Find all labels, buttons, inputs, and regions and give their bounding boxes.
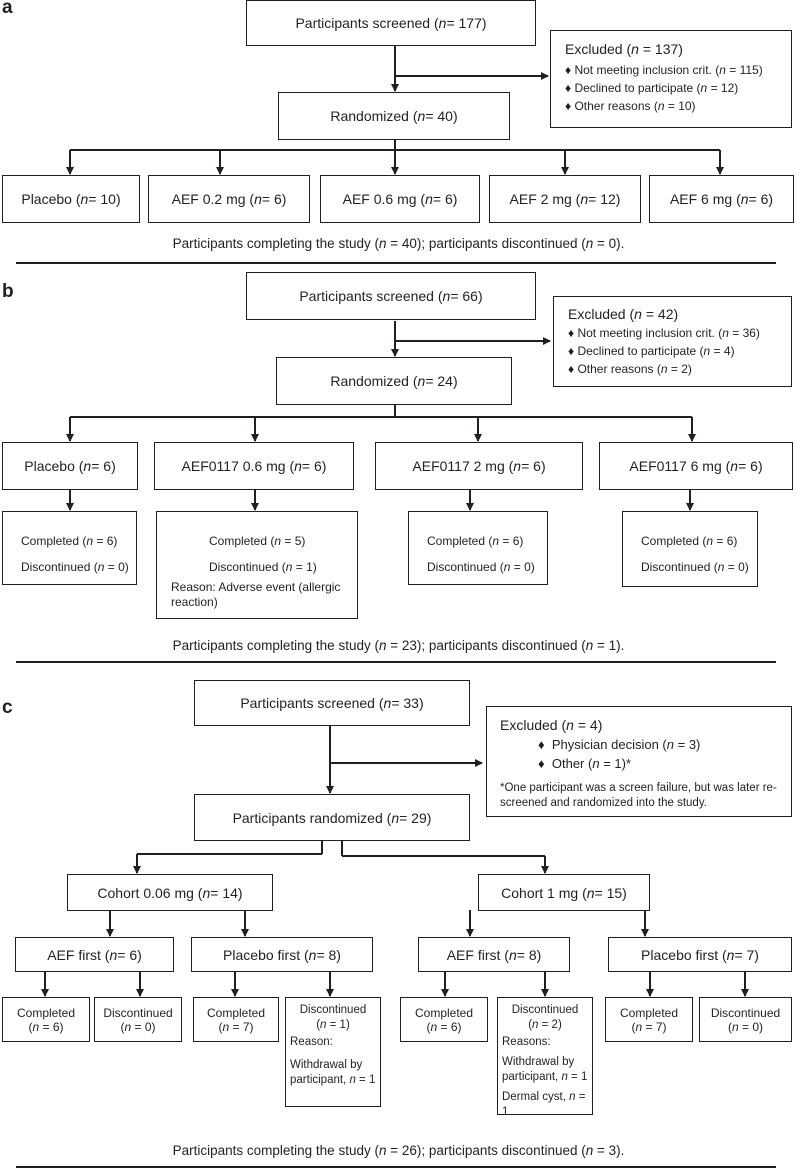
discontinued-count: (n = 0)	[727, 1019, 764, 1034]
reason-text: Dermal cyst, n = 1	[502, 1091, 586, 1118]
panel-b-excluded-title: Excluded (n = 42)	[568, 306, 679, 322]
panel-b-summary: Participants completing the study (n = 2…	[172, 638, 625, 653]
panel-b-arm-0.6mg: AEF0117 0.6 mg (n = 6)	[154, 442, 354, 490]
panel-a-arm-6mg: AEF 6 mg (n = 6)	[649, 175, 794, 223]
completed-count: (n = 6)	[28, 1019, 64, 1034]
panel-c-cohort-1mg: Cohort 1 mg (n = 15)	[478, 874, 650, 911]
panel-c-excluded-note: *One participant was a screen failure, b…	[500, 782, 777, 809]
completed-label: Completed	[206, 1005, 266, 1020]
discontinued-label: Discontinued	[299, 1004, 367, 1016]
diamond-icon: ♦	[568, 326, 575, 340]
discontinued-count: (n = 2)	[528, 1019, 562, 1031]
panel-a-arm-2mg: AEF 2 mg (n = 12)	[489, 175, 641, 223]
panel-b-letter: b	[2, 281, 14, 302]
panel-c-sub-aef-first-1: AEF first (n = 6)	[15, 937, 174, 972]
panel-b-excluded-box: Excluded (n = 42) ♦ Not meeting inclusio…	[553, 296, 792, 387]
panel-b-outcome-2mg: Completed (n = 6) Discontinued (n = 0)	[408, 511, 548, 585]
panel-a-arm-0.6mg: AEF 0.6 mg (n = 6)	[320, 175, 480, 223]
reason-text: Withdrawal by participant, n = 1	[502, 1056, 588, 1083]
panel-a-excluded-title: Excluded (n = 137)	[565, 41, 683, 57]
panel-b-randomized-box: Randomized (n = 24)	[276, 357, 512, 405]
panel-c-leaf-discontinued-4: Discontinued (n = 0)	[699, 997, 792, 1042]
completed-label: Completed	[16, 1005, 76, 1020]
panel-a-excluded-box: Excluded (n = 137) ♦ Not meeting inclusi…	[550, 30, 792, 128]
panel-c-sub-aef-first-2: AEF first (n = 8)	[418, 937, 570, 972]
panel-c-sub-placebo-first-2: Placebo first (n = 7)	[608, 937, 792, 972]
panel-b-outcome-0.6mg: Completed (n = 5) Discontinued (n = 1) R…	[156, 511, 358, 619]
panel-c-leaf-completed-2: Completed (n = 7)	[193, 997, 279, 1042]
panel-b-outcome-6mg: Completed (n = 6) Discontinued (n = 0)	[622, 511, 758, 587]
completed-label: Completed (n = 5)	[209, 534, 306, 548]
reason-heading: Reason:	[290, 1036, 333, 1048]
panel-a-randomized-box: Randomized (n = 40)	[278, 92, 510, 140]
panel-c-divider	[16, 1166, 776, 1168]
completed-count: (n = 7)	[218, 1019, 254, 1034]
diamond-icon: ♦	[565, 99, 572, 113]
panel-b-arm-placebo: Placebo (n = 6)	[2, 442, 138, 490]
discontinued-label: Discontinued (n = 0)	[21, 560, 129, 574]
panel-c-randomized-box: Participants randomized (n = 29)	[194, 794, 470, 841]
panel-b-arm-6mg: AEF0117 6 mg (n = 6)	[599, 442, 793, 490]
diamond-icon: ♦	[538, 737, 545, 752]
panel-c-excluded-box: Excluded (n = 4) ♦ Physician decision (n…	[486, 706, 792, 817]
panel-c-screened-box: Participants screened (n = 33)	[194, 680, 470, 726]
panel-b-excluded-item: ♦ Declined to participate (n = 4)	[568, 344, 735, 358]
discontinued-label: Discontinued	[710, 1005, 781, 1020]
panel-a-excluded-item: ♦ Other reasons (n = 10)	[565, 99, 696, 113]
panel-c-leaf-discontinued-1: Discontinued (n = 0)	[94, 997, 182, 1042]
discontinued-label: Discontinued	[103, 1005, 173, 1020]
completed-label: Completed (n = 6)	[641, 534, 738, 548]
panel-a-arm-0.2mg: AEF 0.2 mg (n = 6)	[148, 175, 310, 223]
panel-c-excluded-item: ♦ Other (n = 1)*	[538, 756, 632, 771]
diamond-icon: ♦	[565, 81, 572, 95]
discontinued-label: Discontinued (n = 1)	[209, 560, 317, 574]
panel-b-screened-box: Participants screened (n = 66)	[246, 272, 536, 320]
panel-b-excluded-item: ♦ Not meeting inclusion crit. (n = 36)	[568, 326, 760, 340]
reason-heading: Reasons:	[502, 1036, 551, 1048]
panel-a-excluded-item: ♦ Declined to participate (n = 12)	[565, 81, 739, 95]
panel-a-summary: Participants completing the study (n = 4…	[172, 236, 625, 251]
panel-a-letter: a	[2, 0, 13, 18]
panel-c-leaf-discontinued-3: Discontinued (n = 2) Reasons: Withdrawal…	[497, 997, 593, 1118]
discontinued-label: Discontinued (n = 0)	[641, 560, 749, 574]
completed-count: (n = 6)	[426, 1019, 462, 1034]
diamond-icon: ♦	[538, 756, 545, 771]
panel-c-excluded-title: Excluded (n = 4)	[500, 717, 603, 733]
panel-c-leaf-discontinued-2: Discontinued (n = 1) Reason: Withdrawal …	[285, 997, 381, 1107]
panel-c-leaf-completed-1: Completed (n = 6)	[2, 997, 90, 1042]
diamond-icon: ♦	[568, 344, 575, 358]
panel-b-outcome-placebo: Completed (n = 6) Discontinued (n = 0)	[2, 511, 137, 585]
discontinued-count: (n = 1)	[316, 1019, 350, 1031]
completed-label: Completed	[414, 1005, 474, 1020]
reason-label: Reason: Adverse event (allergic reaction…	[171, 580, 341, 609]
panel-c-cohort-0.06mg: Cohort 0.06 mg (n = 14)	[67, 874, 273, 911]
completed-label: Completed (n = 6)	[427, 534, 524, 548]
completed-label: Completed	[619, 1005, 679, 1020]
panel-a-screened-box: Participants screened (n = 177)	[246, 0, 536, 46]
panel-c-sub-placebo-first-1: Placebo first (n = 8)	[191, 937, 373, 972]
panel-b-excluded-item: ♦ Other reasons (n = 2)	[568, 362, 692, 376]
reason-text: Withdrawal by participant, n = 1	[290, 1059, 376, 1086]
panel-a-arm-placebo: Placebo (n = 10)	[2, 175, 140, 223]
discontinued-count: (n = 0)	[120, 1019, 156, 1034]
panel-c-leaf-completed-3: Completed (n = 6)	[400, 997, 488, 1042]
panel-c-excluded-item: ♦ Physician decision (n = 3)	[538, 737, 701, 752]
panel-b-arm-2mg: AEF0117 2 mg (n = 6)	[375, 442, 583, 490]
panel-a-divider	[16, 262, 776, 264]
panel-c-summary: Participants completing the study (n = 2…	[172, 1143, 625, 1158]
completed-label: Completed (n = 6)	[21, 534, 118, 548]
diamond-icon: ♦	[565, 63, 572, 77]
panel-c-leaf-completed-4: Completed (n = 7)	[605, 997, 693, 1042]
panel-a-excluded-item: ♦ Not meeting inclusion crit. (n = 115)	[565, 63, 763, 77]
completed-count: (n = 7)	[631, 1019, 667, 1034]
panel-c-letter: c	[2, 697, 13, 718]
panel-b-divider	[16, 661, 776, 663]
discontinued-label: Discontinued	[511, 1004, 579, 1016]
diamond-icon: ♦	[568, 362, 575, 376]
discontinued-label: Discontinued (n = 0)	[427, 560, 535, 574]
